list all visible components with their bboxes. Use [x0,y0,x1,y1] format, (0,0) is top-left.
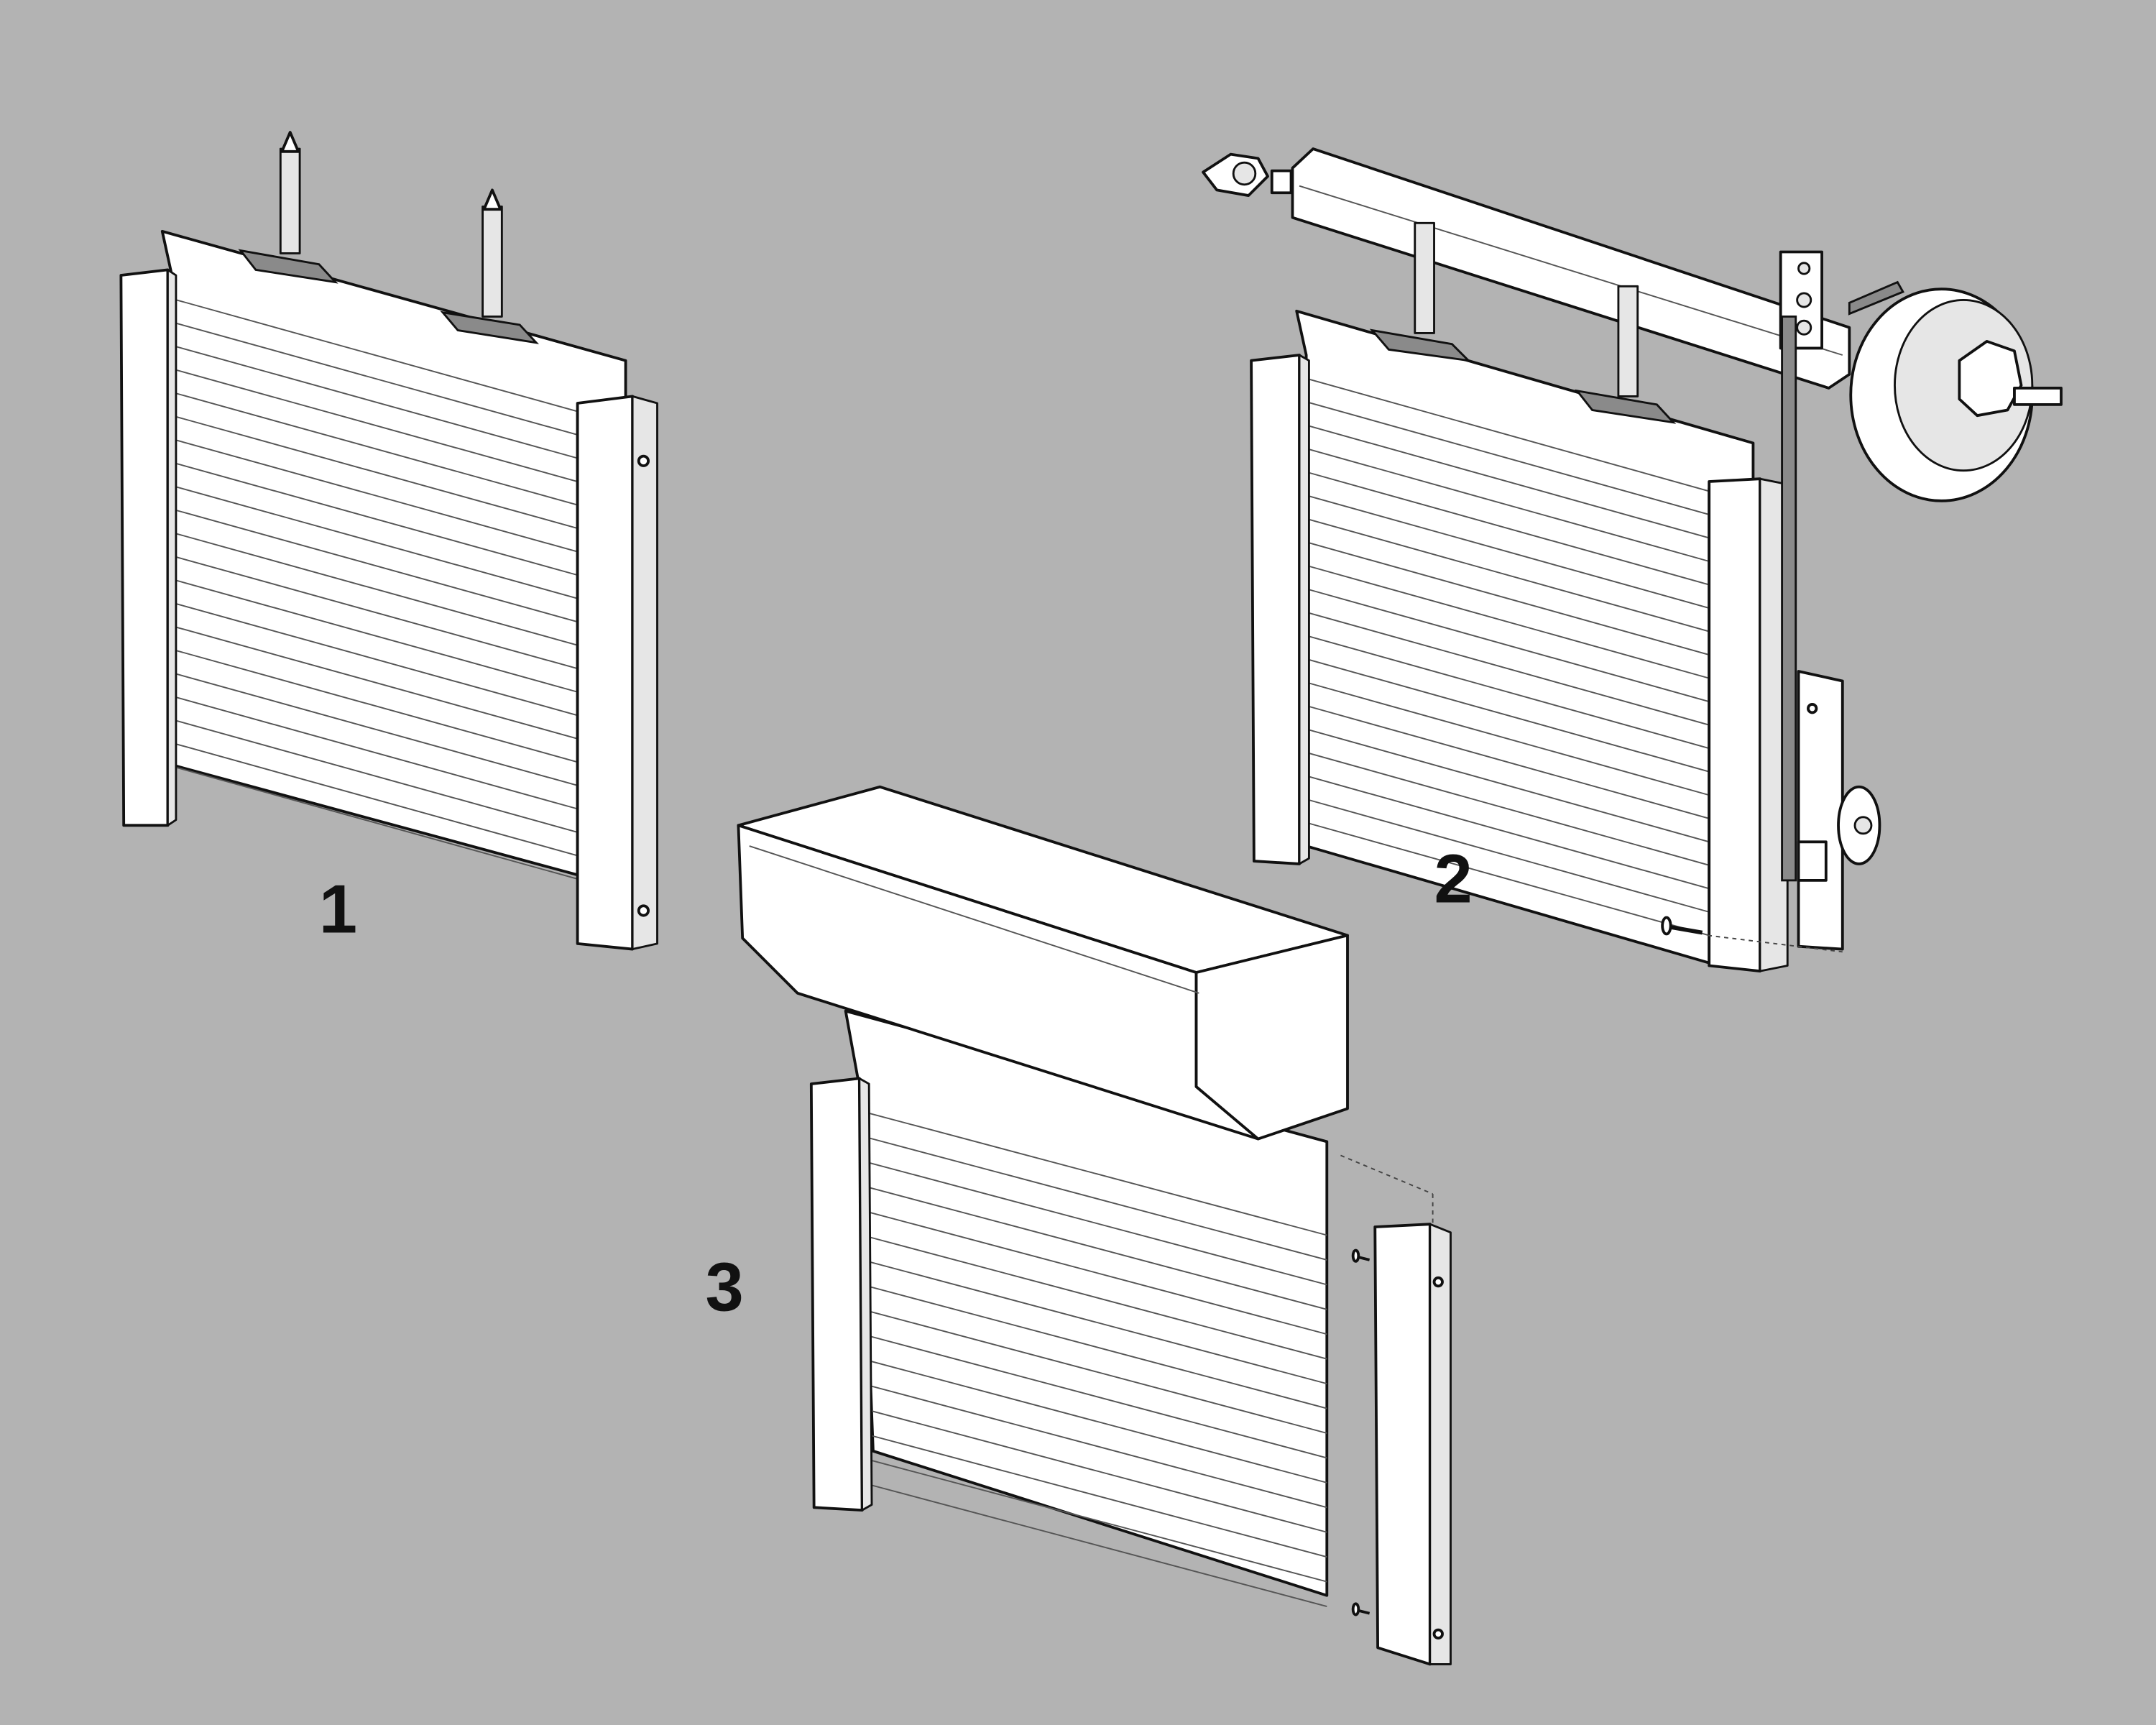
step-1-right-rail [576,395,635,951]
slat-line [171,415,578,529]
slat-line [1306,752,1710,866]
step-2-strap-left [1369,221,1472,362]
slat-line [862,1432,1327,1558]
step-2-strap-right [1575,285,1677,424]
slat-line [1306,681,1710,796]
slat-line [862,1383,1327,1509]
slat-line [862,1308,1327,1434]
slat-line [1306,635,1710,750]
step-3-label: 3 [706,1249,744,1326]
step-3-slats [862,1110,1327,1608]
step-2-right-rail [1708,477,1761,973]
step-1-slats [171,298,578,880]
step-2-assembly: 2 [1202,147,2063,973]
octagonal-axle [1291,147,1851,390]
slat-line [862,1160,1327,1286]
slat-line [1306,728,1710,843]
slat-line [171,321,578,436]
axle-end-cap-icon [1202,152,1269,197]
slat-line [171,765,578,880]
slat-line [1306,588,1710,703]
roller-box-end-cap [1194,934,1349,1141]
slat-line [862,1333,1327,1459]
slat-line [171,368,578,482]
slat-line [862,1135,1327,1261]
roller-box [737,785,1349,1141]
slat-line [1306,799,1710,913]
slat-line [1306,541,1710,656]
slat-line [171,672,578,786]
slat-line [171,391,578,506]
slat-line [1306,564,1710,679]
slat-line [1306,494,1710,609]
slat-line [171,695,578,810]
step-2-label: 2 [1434,840,1473,917]
slat-line [171,555,578,670]
slat-line [1306,775,1710,890]
step-2-left-rail [1250,354,1301,865]
slat-line [171,298,578,413]
slat-line [1306,822,1710,937]
slat-line [1306,424,1710,539]
step-2-slats [1306,377,1710,937]
slat-line [862,1184,1327,1310]
slat-line [1306,377,1710,492]
slat-line [862,1110,1327,1236]
slat-line [171,508,578,623]
slat-line [862,1284,1327,1409]
slat-line [1306,401,1710,515]
screw-icon [1661,916,1703,936]
slat-line [862,1234,1327,1360]
slat-line [171,461,578,576]
slat-line [171,578,578,693]
winder-plate [1797,670,1844,951]
strap-winder-wheel [1837,785,1881,865]
step-3-right-rail [1373,1223,1452,1666]
slat-line [862,1457,1327,1583]
screw-icon [1351,1248,1370,1263]
slat-line [1306,471,1710,586]
step-3-assembly: 3 [706,785,1452,1666]
slat-line [171,344,578,459]
slat-line [171,438,578,553]
slat-line [171,625,578,740]
slat-line [1306,704,1710,819]
slat-line [862,1481,1327,1608]
slat-line [862,1259,1327,1385]
step-1-left-rail [119,268,170,827]
step-1-label: 1 [319,871,357,948]
slat-line [862,1358,1327,1484]
step-1-assembly: 1 [119,131,658,951]
step-1-curtain-panel [160,229,627,877]
step-1-strap-right [440,188,540,344]
pulley-hub [1958,339,2023,418]
slat-line [862,1407,1327,1533]
pull-strap [1781,315,1797,882]
slat-line [1306,518,1710,632]
step-1-strap-left [238,131,338,284]
slat-line [1306,611,1710,726]
slat-line [171,719,578,833]
slat-line [171,742,578,857]
slat-line [171,531,578,646]
screw-icon [1351,1602,1370,1616]
step-2-curtain-panel [1295,309,1755,965]
belt-pulley [1849,288,2063,502]
step-3-left-rail [809,1077,864,1512]
slat-line [171,648,578,763]
slat-line [171,602,578,717]
slat-line [171,484,578,599]
slat-line [862,1210,1327,1335]
slat-line [1306,658,1710,773]
slat-line [1306,448,1710,562]
